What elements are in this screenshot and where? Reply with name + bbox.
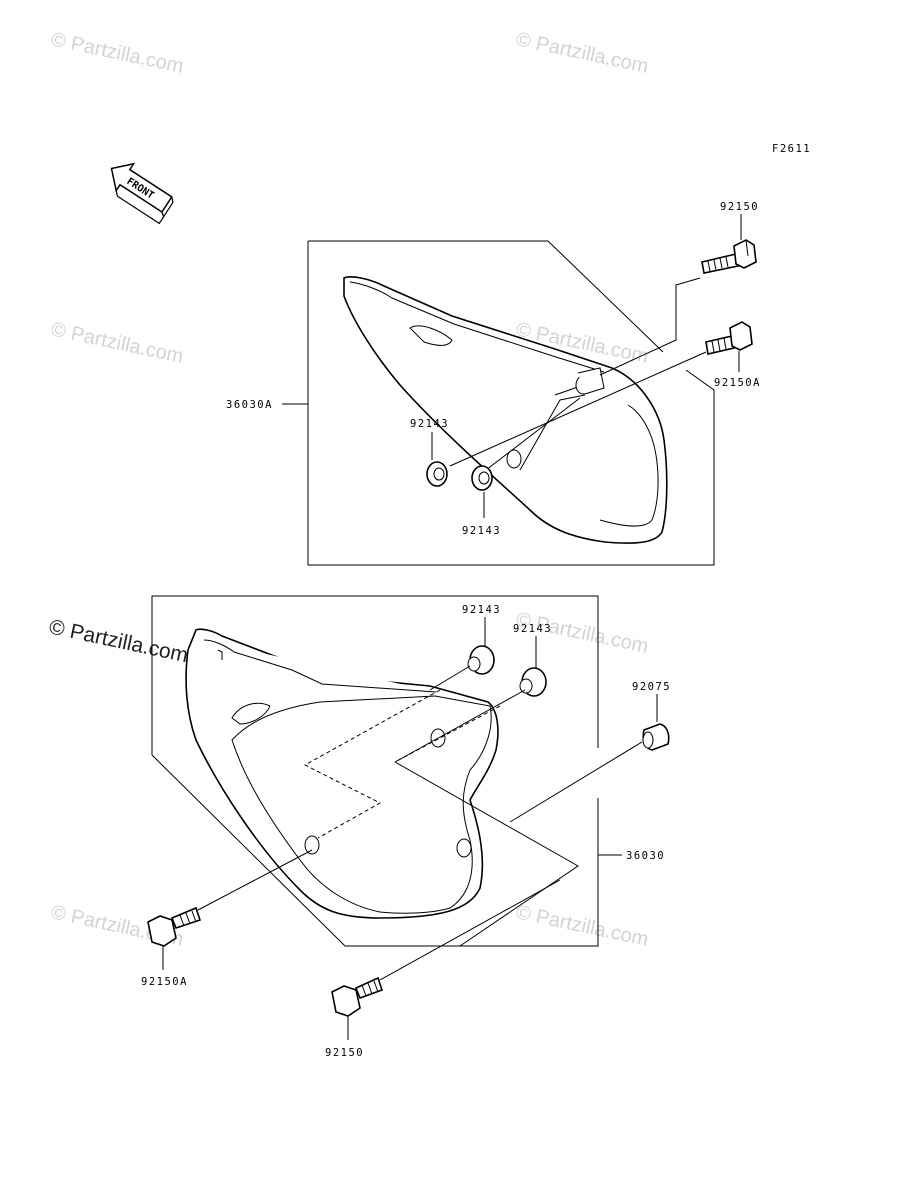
- side-cover-top: [343, 276, 668, 544]
- label-92150a-top: 92150A: [714, 377, 761, 389]
- bolt-92150a-top: [705, 321, 753, 355]
- figure-code: F2611: [772, 143, 811, 155]
- watermark-prominent: © Partzilla.com: [47, 615, 190, 667]
- label-92143-top-bottom: 92143: [462, 525, 501, 537]
- label-36030: 36030: [626, 850, 665, 862]
- watermark: © Partzilla.com: [514, 901, 650, 951]
- top-assembly: 92150 92150A 92143 92143 36030A: [226, 201, 761, 566]
- label-92075: 92075: [632, 681, 671, 693]
- label-92150-bottom: 92150: [325, 1047, 364, 1059]
- label-92143-bottom-1: 92143: [462, 604, 501, 616]
- watermark: © Partzilla.com: [49, 28, 185, 78]
- bolt-92150-bottom: [331, 976, 384, 1017]
- watermark: © Partzilla.com: [514, 28, 650, 78]
- bolt-92150-top: [701, 239, 757, 274]
- grommet-92143-top-right: [471, 465, 493, 491]
- label-92143-top-left: 92143: [410, 418, 449, 430]
- grommet-92143-bottom-1: [467, 645, 495, 675]
- damper-92075: [642, 723, 670, 751]
- front-arrow-icon: FRONT: [110, 162, 174, 225]
- bolt-92150a-bottom: [147, 906, 202, 947]
- label-92150-top: 92150: [720, 201, 759, 213]
- side-cover-bottom: [185, 628, 499, 919]
- bottom-assembly: 92143 92143 92075 92150A: [141, 595, 671, 1059]
- grommet-92143-bottom-2: [519, 667, 547, 697]
- watermark: © Partzilla.com: [49, 318, 185, 368]
- grommet-92143-top-left: [426, 461, 448, 487]
- label-92143-bottom-2: 92143: [513, 623, 552, 635]
- label-36030a: 36030A: [226, 399, 273, 411]
- label-92150a-bottom: 92150A: [141, 976, 188, 988]
